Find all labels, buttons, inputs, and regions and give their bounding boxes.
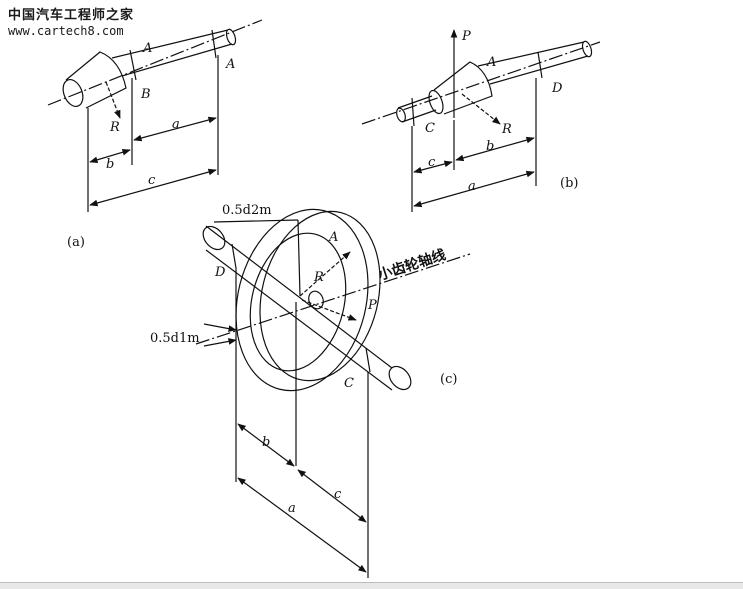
fig-a-shaft-top xyxy=(111,29,229,59)
fig-c-dim-d2m-line xyxy=(213,219,299,223)
fig-b-label-dim-b: b xyxy=(486,139,494,154)
fig-b-shaft-bottom xyxy=(489,55,589,85)
fig-c-gear-inner xyxy=(249,232,347,372)
fig-a-dim-c xyxy=(89,168,217,207)
fig-a-axis-line xyxy=(47,19,263,106)
fig-b-label-p: P xyxy=(461,29,471,44)
fig-b-label-c-bearing: C xyxy=(425,121,435,136)
fig-c-force-p xyxy=(301,299,357,321)
fig-c-caption: (c) xyxy=(440,372,457,387)
watermark: 中国汽车工程师之家 www.cartech8.com xyxy=(8,4,134,38)
fig-b-label-a-point: A xyxy=(486,55,496,70)
fig-c-label-d: D xyxy=(214,265,226,280)
fig-c-label-r: R xyxy=(313,270,324,285)
fig-a-shaft-end xyxy=(225,28,237,46)
fig-b-shaft-end xyxy=(581,40,593,58)
fig-a-cone-front xyxy=(62,78,84,108)
fig-c-dim-c xyxy=(297,469,367,523)
fig-c-shaft-top xyxy=(205,225,393,369)
fig-a-label-a-right: A xyxy=(225,57,235,72)
fig-a-caption: (a) xyxy=(67,235,85,250)
fig-c-label-d2m: 0.5d2m xyxy=(222,203,272,218)
fig-c-label-dim-b: b xyxy=(262,435,270,450)
fig-a-bearing-b xyxy=(129,49,137,81)
fig-c-label-p: P xyxy=(367,298,377,313)
fig-a-cone-body xyxy=(65,51,127,109)
fig-c-dim-a xyxy=(237,477,367,573)
fig-b-cone-front xyxy=(428,89,444,115)
fig-c-force-r xyxy=(299,251,351,297)
fig-c-dim-d2m-drop xyxy=(297,219,301,297)
fig-a-label-b-bearing: B xyxy=(140,87,151,102)
fig-b-stub-top xyxy=(397,95,433,109)
fig-a-force-r xyxy=(105,81,121,119)
fig-b-stub-bottom xyxy=(401,109,437,123)
fig-b-label-d: D xyxy=(551,81,563,96)
fig-c-dim-b xyxy=(237,423,295,467)
fig-b-dim-b xyxy=(455,136,535,162)
figure-a xyxy=(47,19,263,212)
fig-c-shaft-end-right xyxy=(388,365,412,391)
fig-c-shaft-end-left xyxy=(202,225,226,251)
fig-c-gear-back xyxy=(259,210,381,382)
fig-b-dim-a xyxy=(413,170,535,208)
fig-b-force-r xyxy=(461,93,501,125)
fig-c-gear-outer xyxy=(235,208,369,392)
window-bottom-edge xyxy=(0,582,743,589)
fig-c-bearing-c xyxy=(365,347,371,373)
fig-c-pinion-end xyxy=(308,290,324,310)
fig-c-dim-d1m-upper xyxy=(203,323,237,332)
fig-c-shaft-bottom xyxy=(205,249,393,391)
fig-a-label-r: R xyxy=(109,120,120,135)
fig-a-dim-a xyxy=(133,116,217,142)
fig-b-stub-end xyxy=(396,107,406,123)
fig-a-label-dim-a: a xyxy=(172,117,180,132)
fig-a-shaft-bottom xyxy=(121,43,233,77)
fig-b-dim-c xyxy=(413,160,453,174)
fig-a-label-dim-c: c xyxy=(148,173,156,188)
fig-c-label-dim-a: a xyxy=(288,501,296,516)
fig-b-cone-body xyxy=(433,61,493,115)
fig-b-shaft-top xyxy=(477,41,585,67)
fig-b-bearing-d xyxy=(537,51,543,79)
fig-b-label-dim-c: c xyxy=(428,155,436,170)
fig-a-dim-b xyxy=(89,148,131,164)
figure-b xyxy=(361,29,601,212)
fig-b-label-r: R xyxy=(501,122,512,137)
fig-a-label-dim-b: b xyxy=(106,157,114,172)
fig-c-label-c-bearing: C xyxy=(344,376,354,391)
fig-a-label-a-upper: A xyxy=(142,41,152,56)
figure-c xyxy=(195,208,471,578)
fig-b-caption: (b) xyxy=(560,176,578,191)
fig-b-bearing-c xyxy=(411,97,415,127)
fig-c-bearing-d xyxy=(231,243,237,269)
watermark-site-name: 中国汽车工程师之家 xyxy=(8,8,135,23)
fig-c-pinion-axis-line xyxy=(195,253,471,345)
fig-c-label-dim-c: c xyxy=(334,487,342,502)
fig-b-label-dim-a: a xyxy=(468,179,476,194)
watermark-url: www.cartech8.com xyxy=(8,24,124,38)
fig-c-label-a-point: A xyxy=(328,230,338,245)
fig-c-label-d1m: 0.5d1m xyxy=(150,331,200,346)
fig-c-label-pinion-axis: 小齿轮轴线 xyxy=(376,246,448,284)
fig-c-dim-d1m-lower xyxy=(203,338,237,347)
fig-a-bearing-a xyxy=(211,29,217,59)
fig-b-axis-line xyxy=(361,41,601,125)
